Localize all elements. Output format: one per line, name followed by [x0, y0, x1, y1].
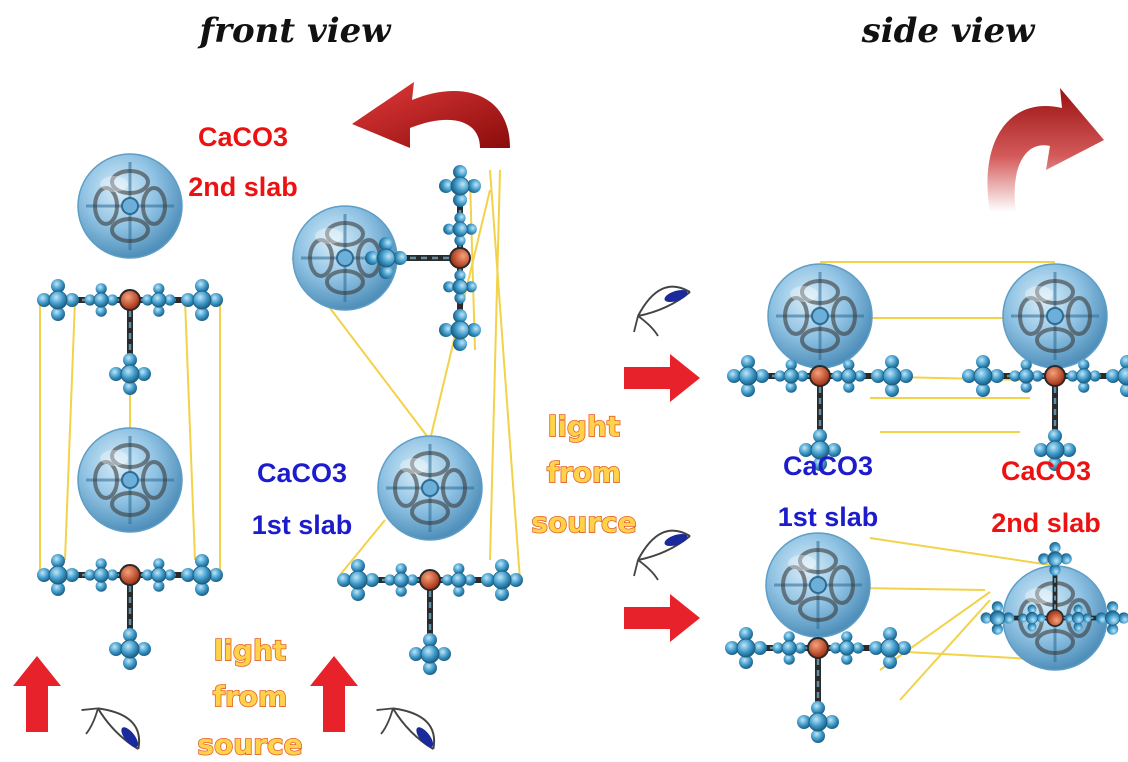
eye-icon — [633, 529, 691, 581]
side-view-title: side view — [861, 11, 1037, 51]
sphere-molecule-icon — [1001, 262, 1109, 370]
eye-icon — [76, 693, 145, 762]
light-label: light — [548, 410, 621, 443]
block-arrow-icon — [624, 354, 700, 402]
caco3-2nd-slab-sublabel: 2nd slab — [991, 508, 1101, 538]
cross-molecule-icon — [981, 542, 1128, 635]
curved-arrow-icon — [352, 82, 510, 148]
cross-molecule-icon — [365, 165, 481, 351]
from-label: from — [213, 680, 287, 713]
block-arrow-icon — [310, 656, 358, 732]
eye-icon — [371, 693, 440, 762]
front-view-title: front view — [197, 11, 392, 51]
sphere-molecule-icon — [376, 434, 484, 542]
sphere-molecule-icon — [76, 152, 184, 260]
block-arrow-icon — [624, 594, 700, 642]
caco3-2nd-slab-label: CaCO3 — [198, 122, 288, 152]
source-label: source — [531, 506, 636, 539]
caco3-2nd-slab-label: CaCO3 — [1001, 456, 1091, 486]
side-view-panel: CaCO3 1st slab CaCO3 2nd slab — [725, 88, 1128, 743]
caco3-1st-slab-label: CaCO3 — [783, 451, 873, 481]
cross-molecule-icon — [37, 554, 223, 670]
light-label: light — [214, 634, 287, 667]
eye-icon — [633, 285, 691, 337]
cross-molecule-icon — [962, 355, 1128, 471]
sphere-molecule-icon — [76, 426, 184, 534]
cross-molecule-icon — [37, 279, 223, 395]
caco3-1st-slab-sublabel: 1st slab — [252, 510, 353, 540]
caco3-1st-slab-sublabel: 1st slab — [778, 502, 879, 532]
caco3-2nd-slab-sublabel: 2nd slab — [188, 172, 298, 202]
cross-molecule-icon — [337, 559, 523, 675]
sphere-molecule-icon — [764, 531, 872, 639]
front-view-panel: CaCO3 2nd slab CaCO3 1st slab light from… — [13, 82, 523, 762]
sphere-molecule-icon — [766, 262, 874, 370]
caco3-1st-slab-label: CaCO3 — [257, 458, 347, 488]
block-arrow-icon — [13, 656, 61, 732]
from-label: from — [547, 456, 621, 489]
cross-molecule-icon — [725, 627, 911, 743]
source-label: source — [197, 728, 302, 761]
curved-arrow-icon — [987, 88, 1104, 212]
